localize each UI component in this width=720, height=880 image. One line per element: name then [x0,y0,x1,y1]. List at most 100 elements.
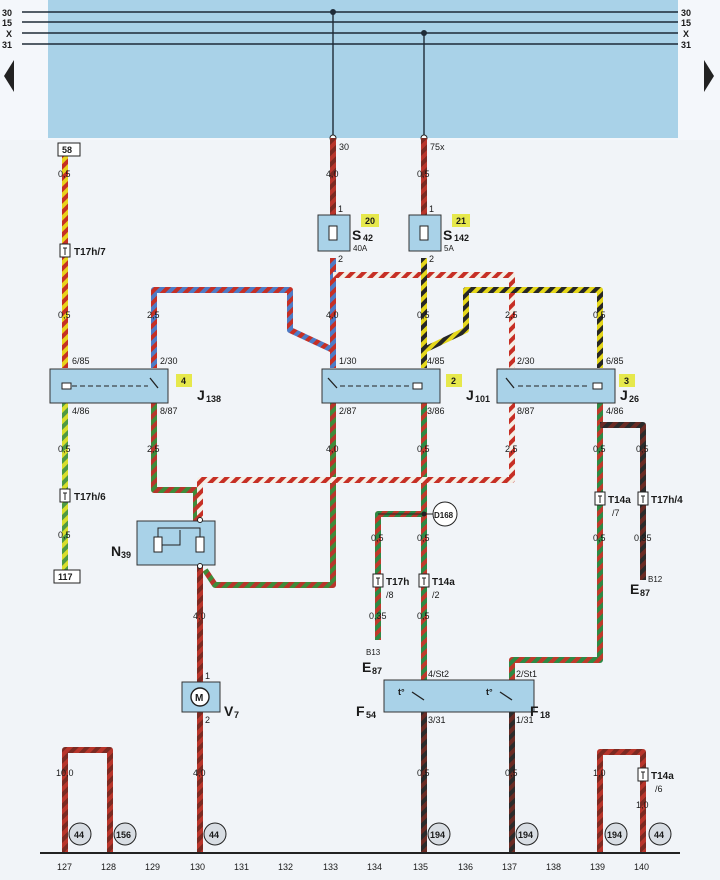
col-134: 134 [367,862,382,872]
wire-size-140c: 1,0 [636,800,649,810]
relay-j26-num: 3 [624,376,629,386]
relay-j101-pin-485: 4/85 [427,356,445,366]
wire-j101-n39 [202,403,336,588]
terminal-75x-label: 75x [430,142,445,152]
connector-t14a2-sub: /2 [432,590,440,600]
relay-j138-pin-230: 2/30 [160,356,178,366]
e87b-name: E [630,581,639,597]
relay-j26-name: J [620,387,628,403]
fuse-s42-num: 20 [365,216,375,226]
connector-t14a7-label: T14a [608,495,631,506]
f18-sub: 18 [540,710,550,720]
wire-size-139a: 0,5 [593,310,606,320]
terminal-117-label: 117 [58,572,73,582]
wire-size-134b: 0,35 [369,611,387,621]
wire-size-58d: 0,5 [58,530,71,540]
relay-j101-sub: 101 [475,394,490,404]
ground-ref-156-label: 156 [116,830,131,840]
wire-size-137a: 2,5 [505,310,518,320]
thermo-switch-block [383,679,535,713]
bus-label-right-31: 31 [681,40,691,50]
ground-ref-44-c-label: 44 [654,830,664,840]
connector-t17h4-label: T17h/4 [651,495,683,506]
col-138: 138 [546,862,561,872]
next-page-arrow-icon[interactable] [704,60,714,92]
resistor-n39-sub: 39 [121,550,131,560]
fuse-s42-pin2: 2 [338,254,343,264]
col-133: 133 [323,862,338,872]
col-129: 129 [145,862,160,872]
wire-j26-e87b [600,422,646,580]
wire-size-130a: 4,0 [193,611,206,621]
relay-j101-num: 2 [451,376,456,386]
ground-ref-156 [113,822,137,846]
wire-size-58c: 0,5 [58,444,71,454]
relay-j138-sub: 138 [206,394,221,404]
wire-size-129b: 2,5 [147,444,160,454]
wire-j138-j101-30 [151,287,336,368]
connector-t17h4 [637,491,649,506]
wire-size-135f: 0,5 [417,768,430,778]
bus-junction-30 [330,9,336,15]
connector-t17h8-sub: /8 [386,590,394,600]
motor-v7-sub: 7 [234,710,239,720]
ground-ref-44-c [648,822,672,846]
wire-j138-n39 [151,403,199,540]
relay-j101-name: J [466,387,474,403]
ground-refs: 44 156 44 194 194 194 44 [68,822,672,846]
ground-ref-44-a-label: 44 [74,830,84,840]
fuse-s142-pin1: 1 [429,204,434,214]
f54-name: F [356,703,365,719]
wire-s142-j26 [422,287,603,368]
f54-pin-bottom: 3/31 [428,715,446,725]
wire-size-139c: 0,5 [593,533,606,543]
ground-ref-44-b-label: 44 [209,830,219,840]
fuse-s42-sub: 42 [363,233,373,243]
connector-t17h8 [372,573,384,588]
relay-j26-pin-685: 6/85 [606,356,624,366]
relay-j26-pin-486: 4/86 [606,406,624,416]
wire-size-140b: 0,35 [634,533,652,543]
relay-j26-sub: 26 [629,394,639,404]
f18-pin-bottom: 1/31 [516,715,534,725]
bus-label-right-x: X [683,29,689,39]
f18-name: F [530,703,539,719]
connector-t14a6-label: T14a [651,771,674,782]
e87b-sub: 87 [640,588,650,598]
ground-ref-194-c-label: 194 [607,830,622,840]
f18-switch-icon [499,691,513,701]
relay-j26-num-badge [619,374,635,387]
motor-v7-symbol: M [195,693,203,704]
wire-size-129a: 2,5 [147,310,160,320]
d168-label: D168 [434,511,454,520]
relay-j101-num-badge [446,374,462,387]
connector-t14a6-sub: /6 [655,784,663,794]
fuse-s142-num: 21 [456,216,466,226]
relay-j138-pin-685: 6/85 [72,356,90,366]
relay-j138-pin-486: 4/86 [72,406,90,416]
wire-size-134a: 0,5 [371,533,384,543]
prev-page-arrow-icon[interactable] [4,60,14,92]
wire-size-139d: 1,0 [593,768,606,778]
bus-panel [48,0,678,138]
wire-size-135a: 0,5 [417,169,430,179]
relay-j138-pin-887: 8/87 [160,406,178,416]
col-140: 140 [634,862,649,872]
wire-size-127: 10,0 [56,768,74,778]
e87b-pin: B12 [648,575,663,584]
wire-size-labels: 0,5 0,5 0,5 0,5 2,5 2,5 4,0 4,0 4,0 0,5 … [56,169,652,810]
col-130: 130 [190,862,205,872]
relay-j26-switch [505,377,515,389]
f18-pin-top: 2/St1 [516,669,537,679]
col-132: 132 [278,862,293,872]
ground-ref-44-b [203,822,227,846]
connector-t17h7 [59,243,71,258]
resistor-n39-name: N [111,543,121,559]
relay-j101-pin-386: 3/86 [427,406,445,416]
bus-label-right-30: 30 [681,8,691,18]
f54-pin-top: 4/St2 [428,669,449,679]
f18-temp: t° [486,687,493,697]
e87a-pin: B13 [366,648,381,657]
wire-size-135b: 0,5 [417,310,430,320]
